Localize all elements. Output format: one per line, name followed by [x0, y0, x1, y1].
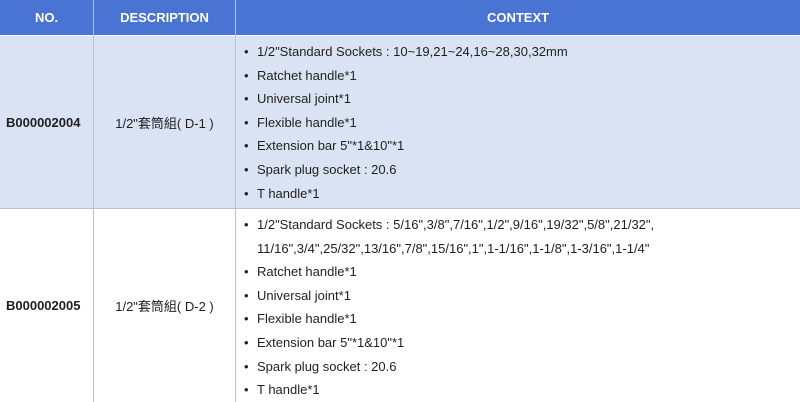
header-description: DESCRIPTION: [120, 10, 209, 25]
context-item: Spark plug socket : 20.6: [244, 158, 794, 182]
context-item: Universal joint*1: [244, 87, 794, 111]
context-item: T handle*1: [244, 182, 794, 206]
context-item: Ratchet handle*1: [244, 260, 794, 284]
table-row: B000002004 1/2"套筒組( D-1 ) 1/2"Standard S…: [0, 36, 800, 209]
header-no: NO.: [34, 10, 59, 25]
item-number: B000002005: [6, 298, 81, 313]
table-header: NO. DESCRIPTION CONTEXT: [0, 0, 800, 35]
context-list: 1/2"Standard Sockets : 10~19,21~24,16~28…: [244, 40, 794, 205]
column-divider: [235, 0, 236, 402]
context-item: Flexible handle*1: [244, 111, 794, 135]
column-divider: [93, 0, 94, 402]
item-description: 1/2"套筒組( D-2 ): [115, 299, 214, 314]
table-row: B000002005 1/2"套筒組( D-2 ) 1/2"Standard S…: [0, 209, 800, 402]
item-description: 1/2"套筒組( D-1 ): [115, 115, 214, 131]
item-number: B000002004: [6, 114, 81, 130]
context-list: 1/2"Standard Sockets : 5/16",3/8",7/16",…: [244, 213, 794, 402]
context-item: 1/2"Standard Sockets : 5/16",3/8",7/16",…: [244, 213, 794, 260]
context-item: Universal joint*1: [244, 284, 794, 308]
context-item: Ratchet handle*1: [244, 64, 794, 88]
context-item: 1/2"Standard Sockets : 10~19,21~24,16~28…: [244, 40, 794, 64]
context-item: Spark plug socket : 20.6: [244, 355, 794, 379]
header-context: CONTEXT: [486, 10, 550, 25]
context-item: T handle*1: [244, 378, 794, 402]
context-item: Extension bar 5"*1&10"*1: [244, 134, 794, 158]
context-item: Flexible handle*1: [244, 307, 794, 331]
context-item: Extension bar 5"*1&10"*1: [244, 331, 794, 355]
